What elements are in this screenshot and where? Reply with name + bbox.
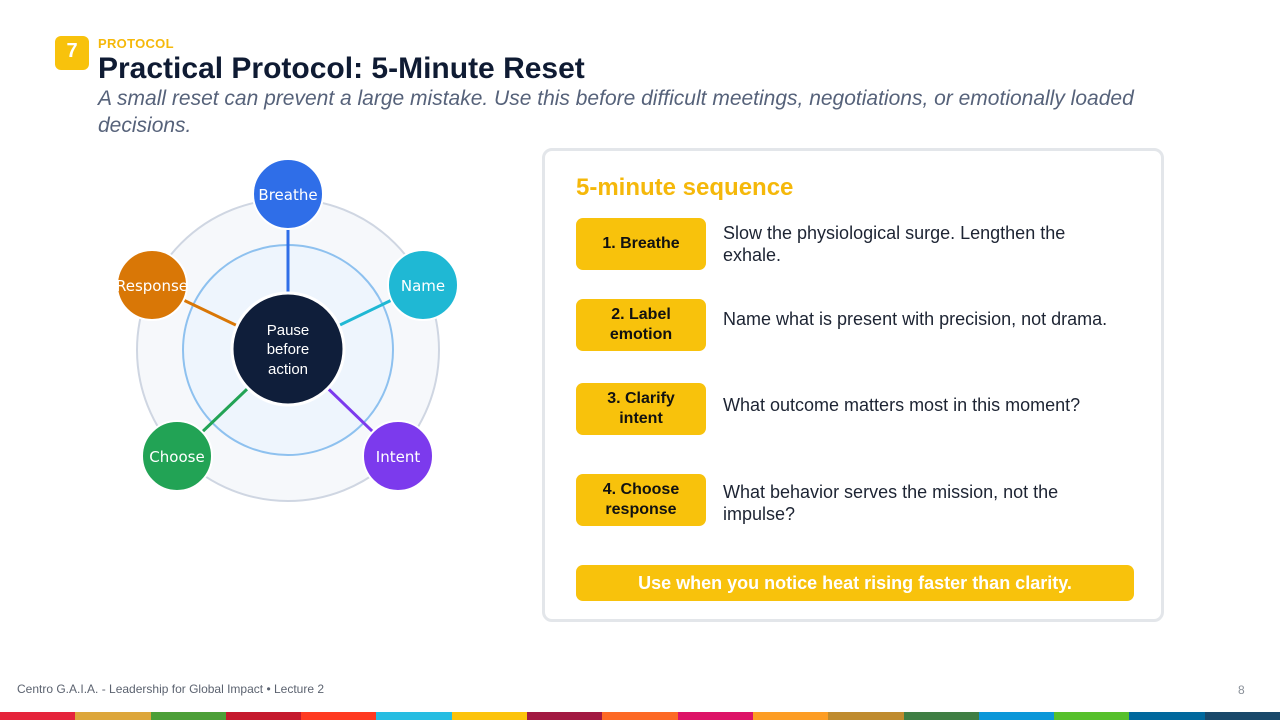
color-strip-segment [376, 712, 452, 720]
step-2-label: 2. Label emotion [576, 299, 706, 351]
node-intent [362, 420, 434, 492]
page-title: Practical Protocol: 5-Minute Reset [98, 52, 585, 85]
reset-cycle-diagram: Pause before action Breathe Name Intent … [116, 158, 459, 502]
color-strip-segment [451, 712, 528, 720]
color-strip-segment [828, 712, 904, 720]
step-3-description: What outcome matters most in this moment… [723, 395, 1081, 415]
color-strip-segment [225, 712, 302, 720]
node-response [116, 249, 188, 321]
color-strip-segment [602, 712, 678, 720]
color-strip [0, 712, 1280, 720]
page-subtitle: A small reset can prevent a large mistak… [98, 87, 1134, 137]
node-choose-label: Choose [149, 448, 204, 466]
step-4-description: What behavior serves the mission, not th… [723, 482, 1059, 524]
sequence-card-title: 5-minute sequence [576, 174, 794, 201]
color-strip-segment [677, 712, 753, 720]
step-2-description: Name what is present with precision, not… [723, 309, 1108, 329]
color-strip-segment [0, 712, 76, 720]
center-hub-line-1: Pause [267, 322, 310, 339]
center-hub [230, 291, 346, 407]
color-strip-segment [1204, 712, 1280, 720]
color-strip-segment [75, 712, 151, 720]
color-strip-segment [527, 712, 603, 720]
node-choose [141, 420, 213, 492]
center-hub-line-3: action [268, 361, 308, 378]
color-strip-segment [1129, 712, 1205, 720]
node-breathe-label: Breathe [258, 186, 317, 204]
node-breathe [252, 158, 324, 230]
color-strip-segment [978, 712, 1055, 720]
footer-text: Centro G.A.I.A. - Leadership for Global … [17, 682, 325, 696]
page-number: 8 [1238, 683, 1245, 697]
color-strip-segment [903, 712, 979, 720]
node-intent-label: Intent [376, 448, 421, 466]
node-name [387, 249, 459, 321]
center-hub-line-2: before [267, 341, 310, 358]
color-strip-segment [301, 712, 377, 720]
step-1-label: 1. Breathe [576, 218, 706, 270]
step-3-label: 3. Clarify intent [576, 383, 706, 435]
slide-number-badge: 7 [55, 36, 89, 70]
sequence-card: 5-minute sequence 1. Breathe Slow the ph… [542, 148, 1164, 622]
node-response-label: Response [116, 277, 188, 295]
usage-banner: Use when you notice heat rising faster t… [576, 565, 1134, 601]
section-kicker: PROTOCOL [98, 36, 174, 51]
color-strip-segment [150, 712, 226, 720]
step-1-description: Slow the physiological surge. Lengthen t… [723, 223, 1066, 265]
color-strip-segment [752, 712, 829, 720]
node-name-label: Name [401, 277, 445, 295]
color-strip-segment [1054, 712, 1130, 720]
step-4-label: 4. Choose response [576, 474, 706, 526]
